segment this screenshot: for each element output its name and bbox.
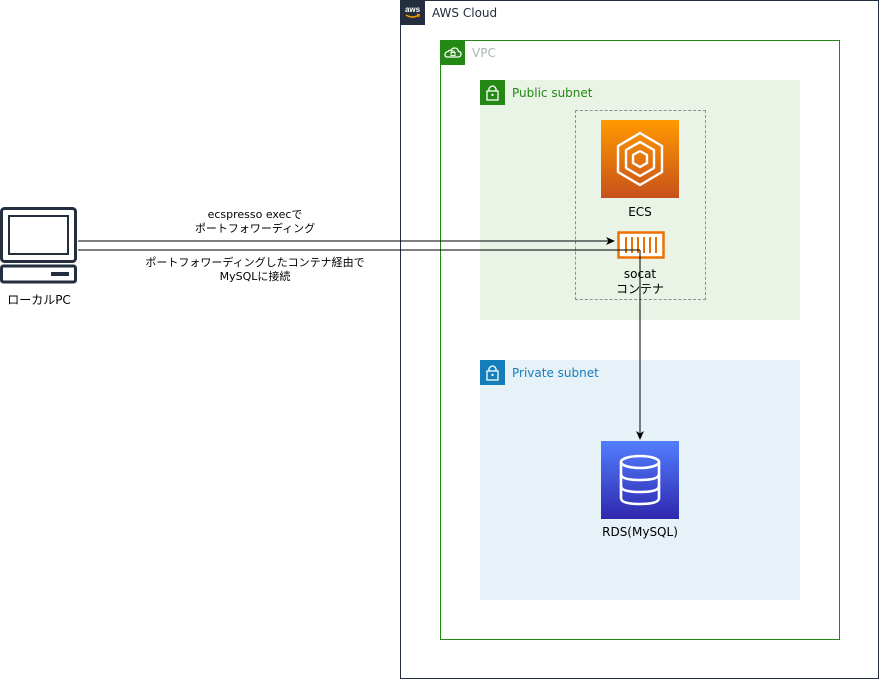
vpc-label: VPC [472, 46, 496, 60]
local-pc-label: ローカルPC [7, 293, 71, 307]
mysql-connect-label-line2: MySQLに接続 [219, 270, 291, 283]
mysql-connect-edge-label: ポートフォワーディングしたコンテナ経由で MySQLに接続 [120, 256, 390, 284]
container-icon[interactable] [617, 231, 665, 259]
mysql-connect-label-line1: ポートフォワーディングしたコンテナ経由で [145, 256, 365, 269]
public-subnet-lock-icon [480, 80, 505, 105]
private-subnet-label: Private subnet [512, 366, 599, 380]
port-forward-label-line1: ecspresso execで [207, 208, 303, 221]
rds-label: RDS(MySQL) [602, 525, 678, 539]
vpc-cloud-icon [440, 40, 465, 65]
aws-cloud-label: AWS Cloud [432, 6, 498, 20]
public-subnet-label: Public subnet [512, 86, 593, 100]
ecs-icon[interactable] [601, 120, 679, 198]
port-forward-edge-label: ecspresso execで ポートフォワーディング [170, 208, 340, 236]
svg-text:aws: aws [405, 5, 421, 14]
port-forward-label-line2: ポートフォワーディング [194, 222, 316, 235]
ecs-label: ECS [628, 205, 652, 219]
laptop-icon[interactable] [0, 207, 78, 285]
aws-cloud-group [400, 0, 879, 679]
vpc-group [440, 40, 840, 640]
private-subnet-lock-icon [480, 360, 505, 385]
aws-logo-icon: aws [400, 0, 425, 25]
database-icon[interactable] [601, 441, 679, 519]
